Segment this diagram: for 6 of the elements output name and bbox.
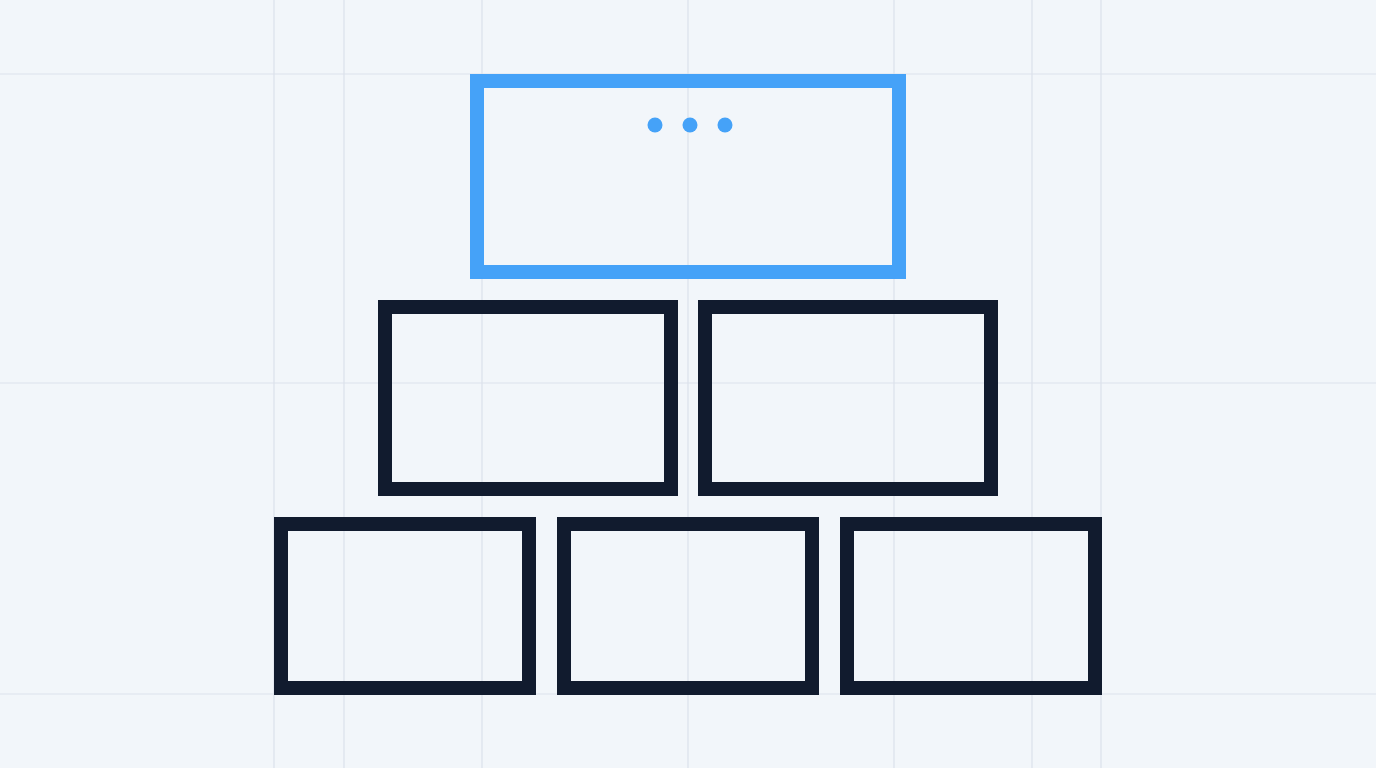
outline-box	[698, 300, 998, 496]
outline-box	[557, 517, 819, 695]
outline-box	[274, 517, 536, 695]
outline-box	[840, 517, 1102, 695]
outline-box	[378, 300, 678, 496]
outline-box	[470, 74, 906, 279]
